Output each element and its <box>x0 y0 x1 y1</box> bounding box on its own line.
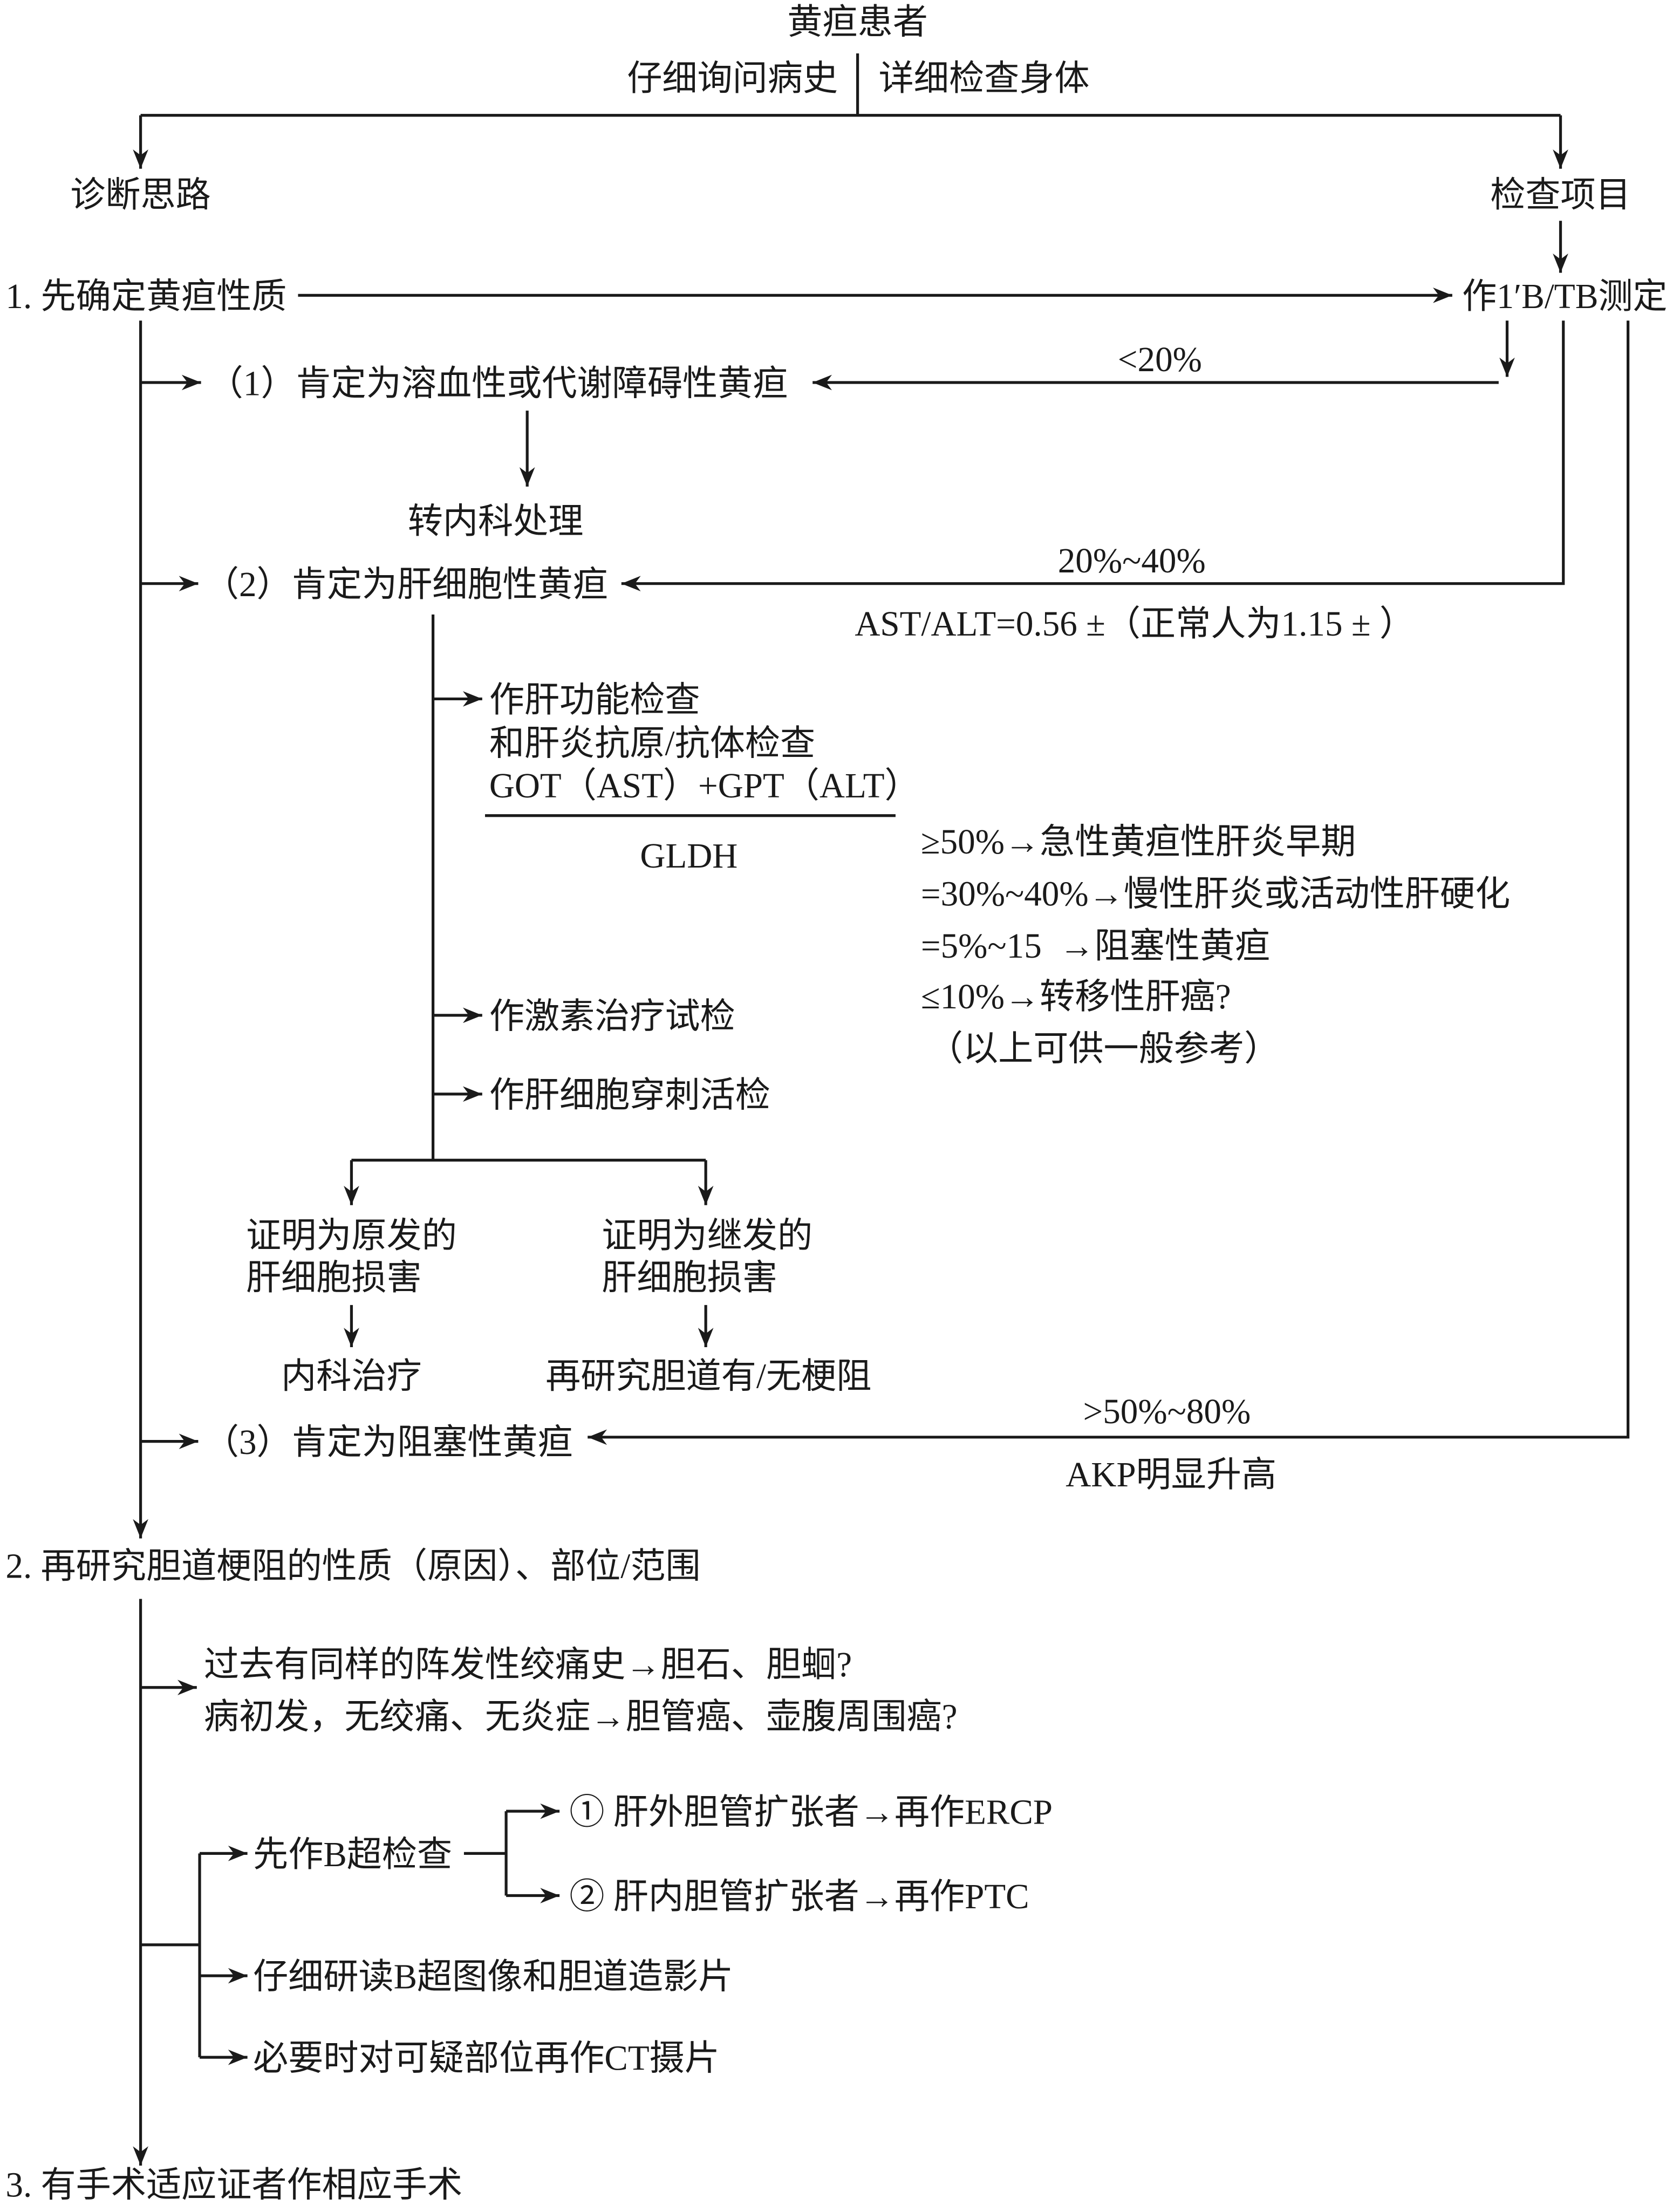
ultrasound-outcome-ercp: ① 肝外胆管扩张者→再作ERCP <box>569 1793 1053 1832</box>
branch2-note: AST/ALT=0.56 ±（正常人为1.15 ± ） <box>855 605 1415 644</box>
secondary-next: 再研究胆道有/无梗阻 <box>545 1357 871 1396</box>
diagnosis-column-title: 诊断思路 <box>70 176 211 215</box>
history-clue-2: 病初发，无绞痛、无炎症→胆管癌、壶腹周围癌? <box>204 1697 958 1736</box>
ultrasound-outcome-ptc: ② 肝内胆管扩张者→再作PTC <box>569 1878 1029 1916</box>
history-label: 仔细询问病史 <box>627 59 838 98</box>
branch1-next: 转内科处理 <box>408 502 584 541</box>
step3-label: 3. 有手术适应证者作相应手术 <box>5 2166 462 2204</box>
primary-line-2: 肝细胞损害 <box>246 1259 422 1298</box>
secondary-line-2: 肝细胞损害 <box>602 1259 777 1298</box>
primary-next: 内科治疗 <box>281 1357 422 1396</box>
primary-line-1: 证明为原发的 <box>246 1217 457 1255</box>
history-clue-1: 过去有同样的阵发性绞痛史→胆石、胆蛔? <box>204 1646 852 1684</box>
ultrasound-label: 先作B超检查 <box>253 1835 452 1874</box>
result-line-3: =5%~15 →阻塞性黄疸 <box>921 927 1270 966</box>
result-line-1: ≥50%→急性黄疸性肝炎早期 <box>921 823 1356 862</box>
formula-denominator: GLDH <box>640 837 738 876</box>
branch3-ratio: >50%~80% <box>1083 1392 1251 1431</box>
branch1-label: （1）肯定为溶血性或代谢障碍性黄疸 <box>208 364 788 403</box>
result-line-4: ≤10%→转移性肝癌? <box>921 978 1231 1016</box>
hormone-test: 作激素治疗试检 <box>489 997 735 1036</box>
tests-column-title: 检查项目 <box>1490 176 1631 215</box>
bilirubin-ratio-test: 作1′B/TB测定 <box>1462 277 1667 316</box>
results-note: （以上可供一般参考） <box>928 1029 1279 1068</box>
branch3-note: AKP明显升高 <box>1066 1456 1276 1494</box>
liver-function-line-2: 和肝炎抗原/抗体检查 <box>489 725 815 763</box>
ct-scan: 必要时对可疑部位再作CT摄片 <box>253 2039 720 2078</box>
patient-title: 黄疸患者 <box>787 3 928 42</box>
biopsy: 作肝细胞穿刺活检 <box>489 1076 770 1115</box>
branch1-ratio: <20% <box>1118 340 1202 379</box>
path-20-40-to-branch2 <box>621 320 1565 592</box>
secondary-line-1: 证明为继发的 <box>602 1217 812 1255</box>
result-line-2: =30%~40%→慢性肝炎或活动性肝硬化 <box>921 875 1510 914</box>
path-50-80-to-branch3 <box>588 320 1630 1445</box>
step2-label: 2. 再研究胆道梗阻的性质（原因）、部位/范围 <box>5 1547 700 1586</box>
formula-numerator: GOT（AST）+GPT（ALT） <box>489 767 920 805</box>
liver-function-line-1: 作肝功能检查 <box>489 681 700 720</box>
imaging-review: 仔细研读B超图像和胆道造影片 <box>253 1958 733 1997</box>
branch2-label: （2）肯定为肝细胞性黄疸 <box>204 565 608 604</box>
branch2-ratio: 20%~40% <box>1058 542 1206 581</box>
step1-label: 1. 先确定黄疸性质 <box>5 277 286 316</box>
branch3-label: （3）肯定为阻塞性黄疸 <box>204 1423 573 1462</box>
exam-label: 详细检查身体 <box>879 59 1090 98</box>
